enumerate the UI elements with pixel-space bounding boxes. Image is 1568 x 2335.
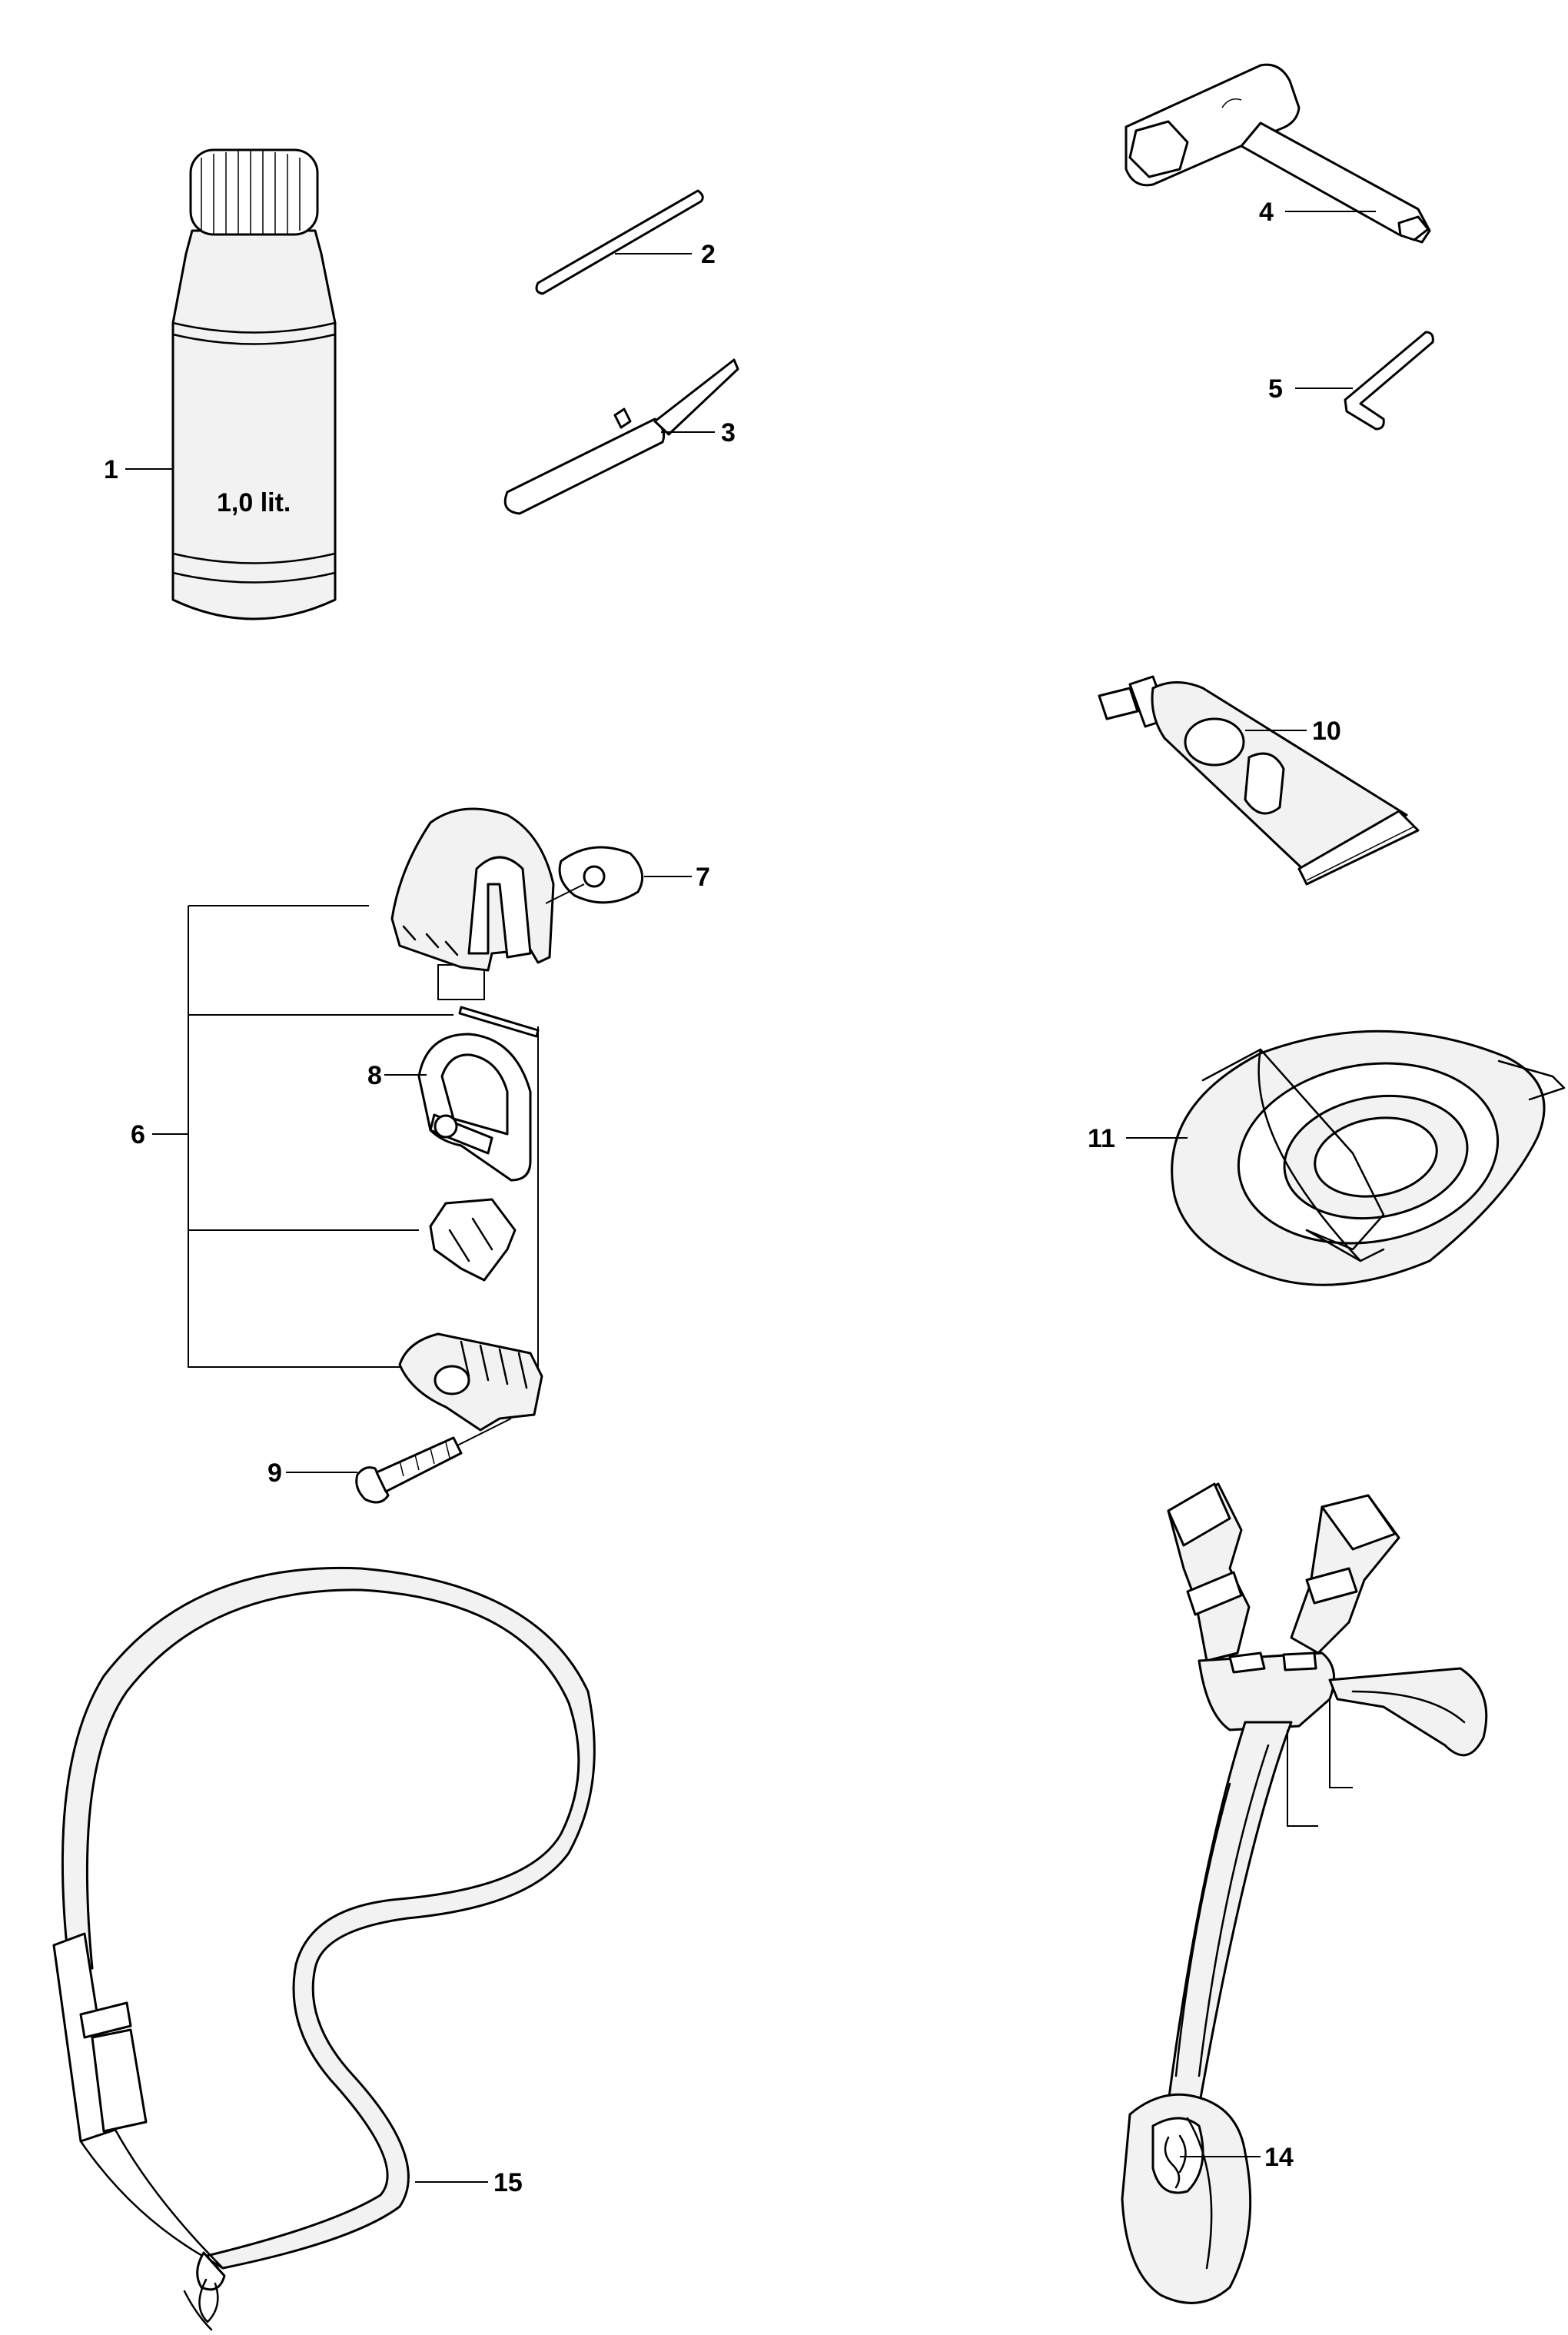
- callout-11: 11: [1088, 1124, 1115, 1153]
- callout-2: 2: [701, 240, 716, 269]
- callout-8: 8: [367, 1061, 382, 1090]
- part-14-harness: [1121, 1482, 1488, 2304]
- part-5-hex-key: [1344, 331, 1434, 431]
- callout-14: 14: [1264, 2143, 1294, 2172]
- part-4-combination-spanner: [1125, 63, 1431, 244]
- part-7-knob: [545, 846, 644, 904]
- part-3-screwdriver: [503, 358, 739, 515]
- part-6-upper-clamp: [390, 807, 555, 972]
- part-10-grease-tube: [1098, 675, 1420, 886]
- callout-1: 1: [104, 455, 118, 484]
- part-6-lower-clamp: [398, 1332, 543, 1432]
- bottle-volume-text: 1,0 lit.: [217, 488, 291, 517]
- part-6-clip: [429, 1198, 517, 1282]
- callout-3: 3: [721, 418, 736, 447]
- part-1-oil-bottle: 1,0 lit.: [171, 148, 337, 620]
- part-15-shoulder-strap: [52, 1566, 596, 2331]
- part-11-guard-plate: [1171, 1029, 1566, 1286]
- part-8-shackle: [417, 1033, 532, 1182]
- part-6-rod: [458, 1006, 540, 1038]
- callout-10: 10: [1312, 717, 1341, 746]
- callout-9: 9: [267, 1459, 282, 1488]
- part-2-pin: [535, 189, 704, 295]
- callout-7: 7: [696, 863, 710, 892]
- part-9-bolt: [355, 1418, 512, 1504]
- callout-6: 6: [131, 1120, 145, 1149]
- callout-4: 4: [1259, 198, 1274, 227]
- callout-15: 15: [493, 2168, 523, 2197]
- callout-5: 5: [1268, 374, 1283, 404]
